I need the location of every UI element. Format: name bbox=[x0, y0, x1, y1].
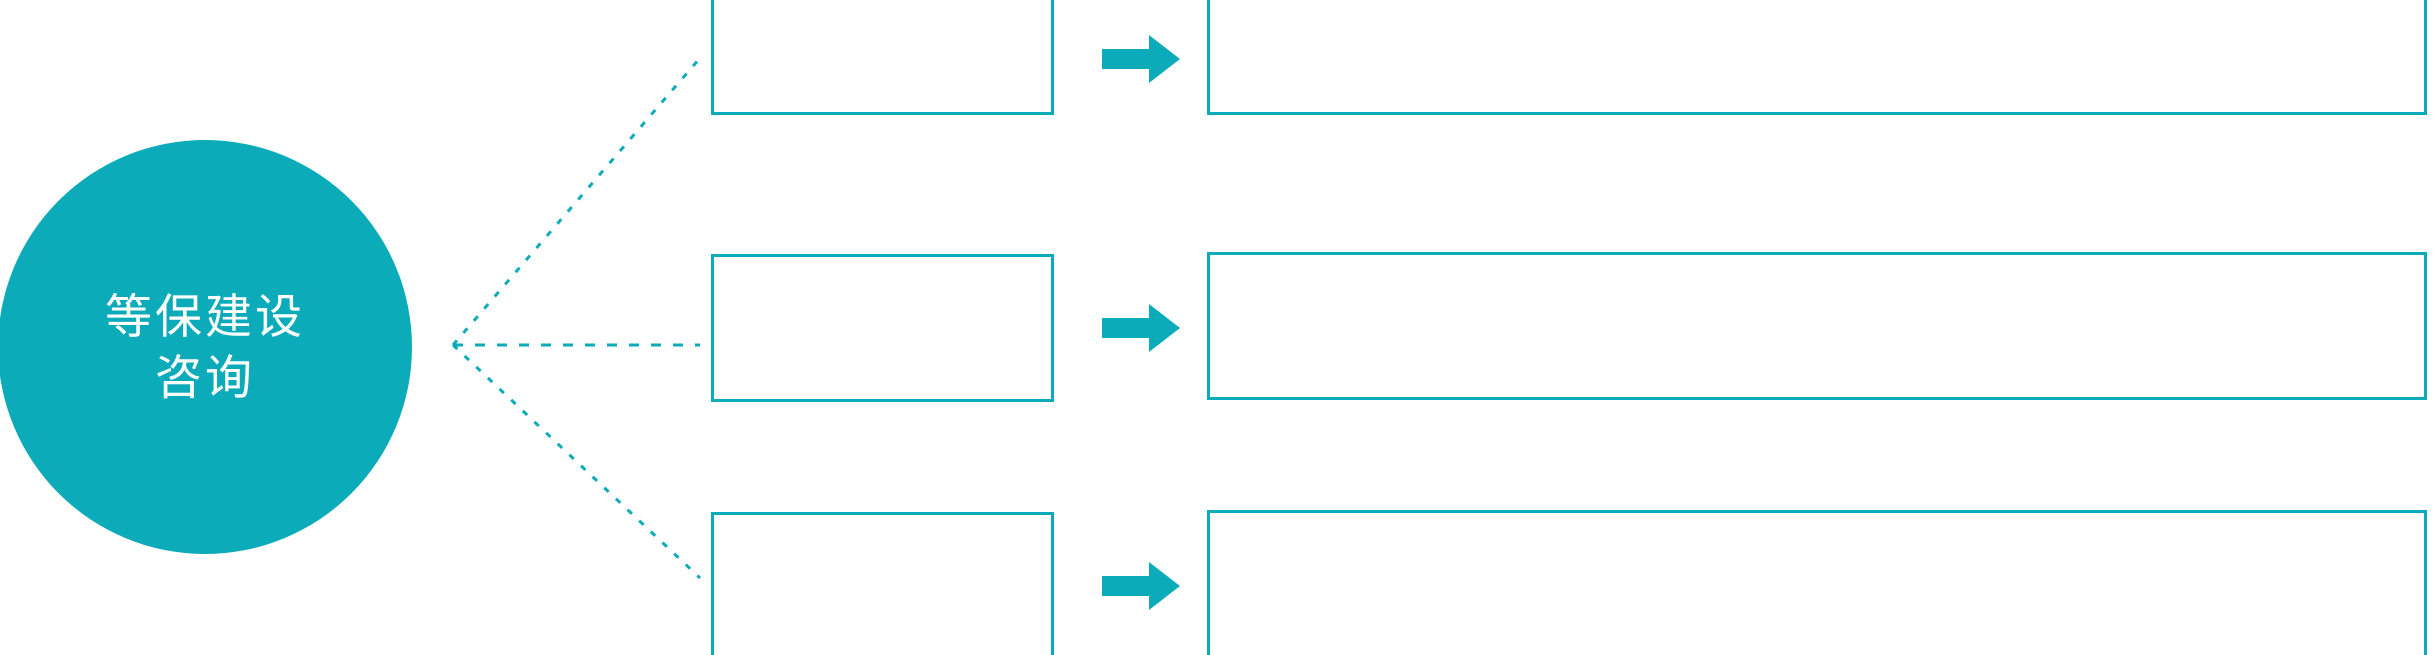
connector-line-bottom bbox=[451, 343, 702, 580]
arrow-right-icon-2 bbox=[1102, 302, 1180, 354]
detail-box-3[interactable] bbox=[1207, 510, 2427, 655]
arrow-right-icon-3 bbox=[1102, 560, 1180, 612]
hub-circle[interactable]: 等保建设 咨询 bbox=[0, 140, 412, 554]
stage-box-3[interactable] bbox=[711, 512, 1054, 655]
arrow-right-icon-1 bbox=[1102, 33, 1180, 85]
detail-box-1[interactable] bbox=[1207, 0, 2427, 115]
stage-box-2[interactable] bbox=[711, 254, 1054, 402]
detail-box-2[interactable] bbox=[1207, 252, 2427, 400]
hub-label-line-2: 咨询 bbox=[155, 351, 255, 404]
hub-label-line-1: 等保建设 bbox=[105, 289, 305, 343]
stage-box-1[interactable] bbox=[711, 0, 1054, 115]
connector-line-top bbox=[451, 57, 702, 346]
